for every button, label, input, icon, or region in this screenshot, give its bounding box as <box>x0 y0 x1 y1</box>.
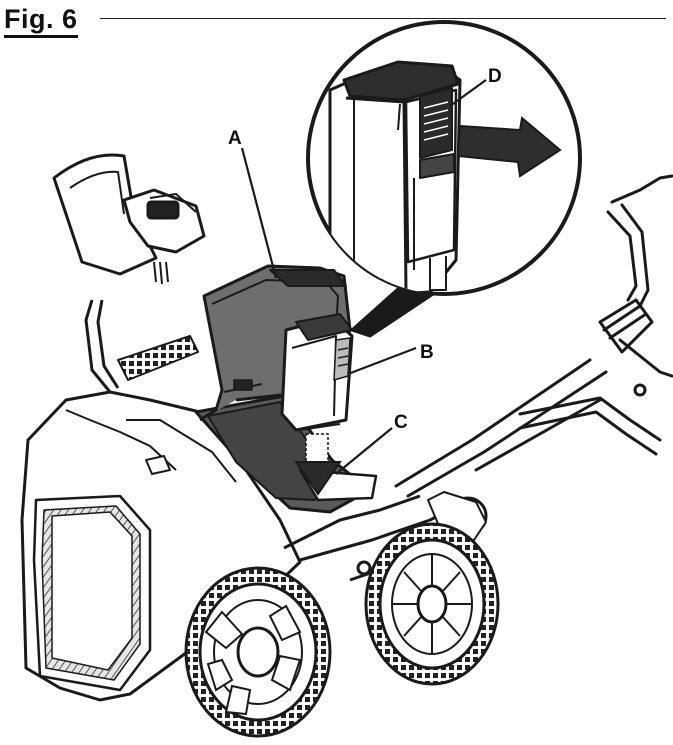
leader-line-a <box>240 147 278 279</box>
handle-assembly <box>394 174 673 498</box>
rear-wheel <box>364 522 500 686</box>
leader-line-b <box>347 346 417 376</box>
press-arrow <box>456 116 562 178</box>
callout-d: D <box>488 66 502 87</box>
insert-arrow <box>294 433 342 496</box>
zoom-detail <box>306 20 582 296</box>
leader-line-c <box>335 427 393 475</box>
callout-c: C <box>394 412 408 433</box>
callout-a: A <box>228 128 242 149</box>
top-rule <box>100 18 666 19</box>
figure-title: Fig. 6 <box>4 4 78 38</box>
leader-lines <box>240 79 487 475</box>
battery-pack <box>280 313 354 432</box>
leader-line-d <box>449 79 487 107</box>
callout-b: B <box>420 342 434 363</box>
discharge-chute <box>52 153 206 393</box>
front-wheel <box>184 566 332 738</box>
